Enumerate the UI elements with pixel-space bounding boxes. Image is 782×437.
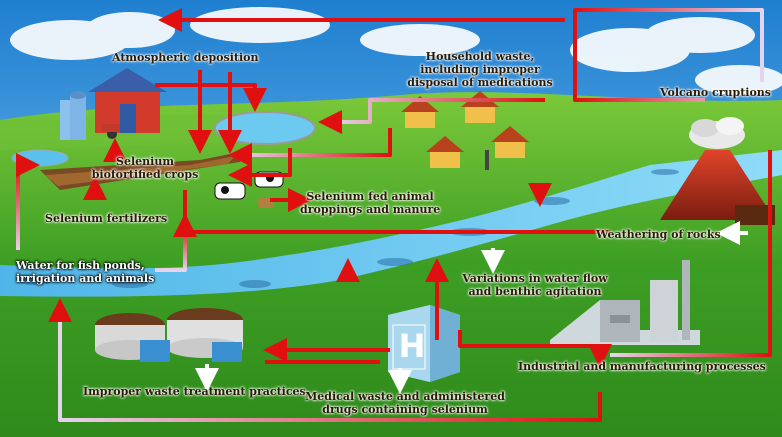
white-arrows xyxy=(195,221,748,394)
hospital-building xyxy=(388,305,460,382)
label-waste-treatment: Improper waste treatment practices xyxy=(83,385,306,398)
treatment-tanks xyxy=(95,308,243,362)
label-animal-manure: Selenium fed animal droppings and manure xyxy=(300,190,440,216)
label-medical-waste: Medical waste and administered drugs con… xyxy=(300,390,510,416)
label-household-waste: Household waste, including improper disp… xyxy=(400,50,560,89)
label-atmospheric-deposition: Atmospheric deposition xyxy=(112,51,259,64)
arrow-waste-treatment-loop xyxy=(48,298,602,422)
label-medical-line1: Medical waste and administered xyxy=(305,390,505,403)
label-crops-line2: biofortified crops xyxy=(91,168,199,181)
label-water-use: Water for fish ponds, irrigation and ani… xyxy=(16,259,154,285)
volcano xyxy=(660,117,775,225)
arrow-industrial-loop xyxy=(610,150,772,357)
arrow-volcano-loop xyxy=(573,8,764,102)
label-volcano: Volcano cruptions xyxy=(660,86,771,99)
farm-barn xyxy=(60,68,167,140)
label-weathering: Weathering of rocks xyxy=(596,228,721,241)
label-household-line2: including improper xyxy=(420,63,540,76)
hospital-sign: H xyxy=(399,327,426,365)
label-flow-line1: Variations in water flow xyxy=(462,272,608,285)
label-medical-line2: drugs containing selenium xyxy=(322,403,488,416)
label-water-line1: Water for fish ponds, xyxy=(16,259,145,272)
label-household-line1: Household waste, xyxy=(425,50,535,63)
label-flow-line2: and benthic agitation xyxy=(468,285,602,298)
factory xyxy=(550,260,700,345)
label-crops: Selenium biofortified crops xyxy=(85,155,205,181)
label-water-flow: Variations in water flow and benthic agi… xyxy=(455,272,615,298)
arrow-water-to-fishpond xyxy=(16,153,40,250)
label-water-line2: irrigation and animals xyxy=(16,272,155,285)
label-animals-line1: Selenium fed animal xyxy=(306,190,434,203)
river xyxy=(0,150,782,297)
label-fertilizers: Selenium fertilizers xyxy=(45,212,168,225)
label-crops-line1: Selenium xyxy=(116,155,174,168)
label-household-line3: disposal of medications xyxy=(407,76,553,89)
arrow-household-to-pond xyxy=(318,98,545,134)
label-animals-line2: droppings and manure xyxy=(300,203,441,216)
flow-arrows xyxy=(16,8,772,422)
label-industrial: Industrial and manufacturing processes xyxy=(518,360,766,373)
